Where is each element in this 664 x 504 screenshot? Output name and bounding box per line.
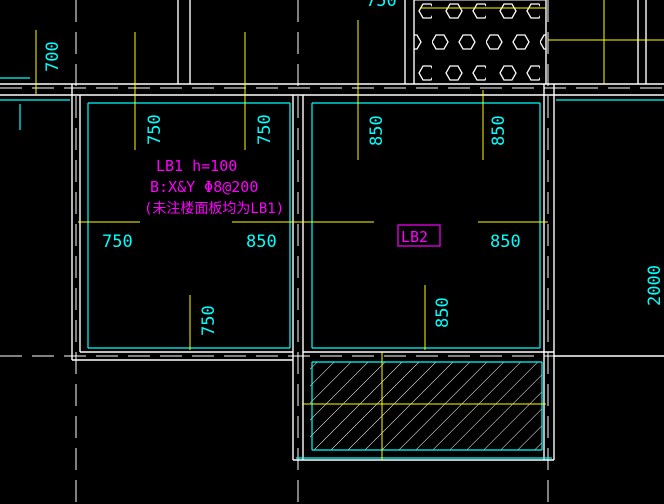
lb2-tag-box bbox=[397, 224, 441, 247]
dim-750-room1-top-left: 750 bbox=[145, 114, 165, 145]
lb1-rebar: B:X&Y Φ8@200 bbox=[150, 178, 258, 196]
walls bbox=[0, 0, 664, 461]
dim-2000-right-edge: 2000 bbox=[645, 265, 664, 306]
dim-850-room1-right: 850 bbox=[246, 232, 277, 252]
slab-edges bbox=[0, 77, 664, 459]
dim-750-room1-bottom: 750 bbox=[199, 305, 219, 336]
hatch-hex-region bbox=[414, 0, 546, 84]
lb1-note: (未注楼面板均为LB1) bbox=[144, 201, 284, 217]
dim-750-room1-left: 750 bbox=[102, 232, 133, 252]
dim-850-room2-top-left: 850 bbox=[367, 115, 387, 146]
rebar-lines bbox=[35, 0, 664, 460]
dim-850-room2-right: 850 bbox=[490, 232, 521, 252]
dim-750-room1-top-right: 750 bbox=[255, 114, 275, 145]
dim-850-room2-top-right: 850 bbox=[489, 115, 509, 146]
lb2-tag: LB2 bbox=[401, 228, 428, 246]
hatch-diagonal-region bbox=[310, 362, 542, 450]
dim-700-top-left: 700 bbox=[43, 41, 63, 72]
lb1-title: LB1 h=100 bbox=[156, 157, 237, 175]
dim-850-room2-bottom: 850 bbox=[433, 297, 453, 328]
dim-750-top-mid: 750 bbox=[366, 0, 397, 11]
